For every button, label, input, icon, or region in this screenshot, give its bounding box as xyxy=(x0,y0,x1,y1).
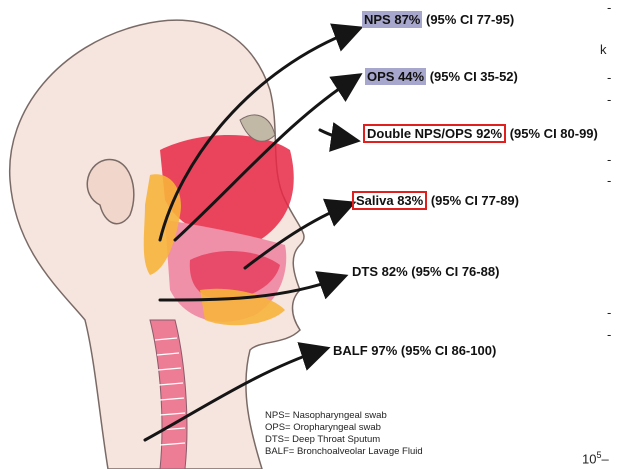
label-nps-ci: (95% CI 77-95) xyxy=(426,12,514,27)
side-dash: - xyxy=(607,0,611,15)
footer-tail: – xyxy=(601,451,608,466)
footer-fragment: 105– xyxy=(582,450,609,466)
arrow-double-icon xyxy=(320,130,352,140)
legend-item: OPS= Oropharyngeal swab xyxy=(265,422,423,434)
side-dash: - xyxy=(607,70,611,85)
label-double: Double NPS/OPS 92% (95% CI 80-99) xyxy=(363,126,598,141)
side-dash: - xyxy=(607,305,611,320)
side-dash: - xyxy=(607,327,611,342)
label-saliva-value: Saliva 83% xyxy=(352,191,427,210)
label-saliva-ci: (95% CI 77-89) xyxy=(431,193,519,208)
label-ops-value: OPS 44% xyxy=(365,68,426,85)
legend-item: BALF= Bronchoalveolar Lavage Fluid xyxy=(265,446,423,458)
label-nps: NPS 87% (95% CI 77-95) xyxy=(362,12,514,27)
label-dts: DTS 82% (95% CI 76-88) xyxy=(352,264,499,279)
side-fragment-k: k xyxy=(600,42,607,57)
footer-base: 10 xyxy=(582,451,596,466)
label-saliva: Saliva 83% (95% CI 77-89) xyxy=(352,193,519,208)
label-balf: BALF 97% (95% CI 86-100) xyxy=(333,343,496,358)
legend-item: NPS= Nasopharyngeal swab xyxy=(265,410,423,422)
side-dash: - xyxy=(607,152,611,167)
label-double-ci: (95% CI 80-99) xyxy=(510,126,598,141)
label-double-value: Double NPS/OPS 92% xyxy=(363,124,506,143)
label-nps-value: NPS 87% xyxy=(362,11,422,28)
side-dash: - xyxy=(607,173,611,188)
legend-item: DTS= Deep Throat Sputum xyxy=(265,434,423,446)
label-ops-ci: (95% CI 35-52) xyxy=(430,69,518,84)
side-dash: - xyxy=(607,92,611,107)
abbreviation-legend: NPS= Nasopharyngeal swab OPS= Oropharyng… xyxy=(265,410,423,458)
label-ops: OPS 44% (95% CI 35-52) xyxy=(365,69,518,84)
